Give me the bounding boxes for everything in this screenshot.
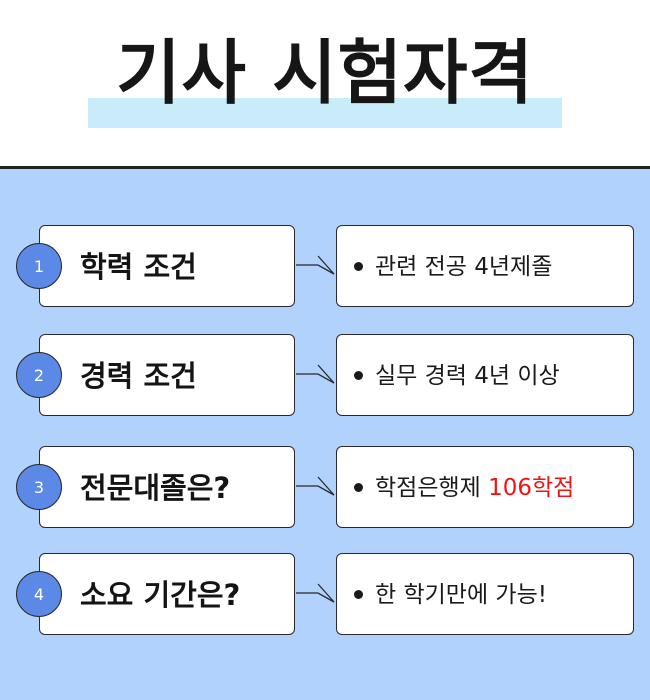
bullet-icon: [354, 590, 363, 599]
arrow-right-icon: [296, 583, 335, 603]
value-text: 한 학기만에 가능!: [375, 582, 547, 608]
value-text: 관련 전공 4년제졸: [375, 254, 553, 280]
label-box: 소요 기간은?: [39, 553, 295, 635]
value-box: 실무 경력 4년 이상: [336, 334, 634, 416]
title-highlight: [88, 98, 562, 128]
value-box: 관련 전공 4년제졸: [336, 225, 634, 307]
value-box: 학점은행제 106학점: [336, 446, 634, 528]
label-text: 전문대졸은?: [80, 471, 231, 505]
bullet-icon: [354, 262, 363, 271]
value-box: 한 학기만에 가능!: [336, 553, 634, 635]
content-panel: 학력 조건 1 관련 전공 4년제졸 경력 조건 2 실무 경력 4년 이상 전…: [0, 169, 650, 700]
value-text: 실무 경력 4년 이상: [375, 363, 560, 389]
arrow-right-icon: [296, 476, 335, 496]
label-text: 학력 조건: [80, 250, 197, 284]
arrow-right-icon: [296, 364, 335, 384]
label-box: 학력 조건: [39, 225, 295, 307]
bullet-icon: [354, 483, 363, 492]
header: 기사 시험자격: [0, 0, 650, 168]
row-college-graduate: 전문대졸은? 3 학점은행제 106학점: [0, 446, 650, 532]
number-badge: 1: [16, 243, 62, 289]
label-text: 경력 조건: [80, 359, 197, 393]
bullet-icon: [354, 371, 363, 380]
row-duration: 소요 기간은? 4 한 학기만에 가능!: [0, 553, 650, 639]
header-divider: [0, 166, 650, 169]
number-badge: 2: [16, 352, 62, 398]
row-education: 학력 조건 1 관련 전공 4년제졸: [0, 225, 650, 311]
row-experience: 경력 조건 2 실무 경력 4년 이상: [0, 334, 650, 420]
value-text: 학점은행제 106학점: [375, 475, 575, 501]
number-badge: 4: [16, 571, 62, 617]
label-box: 경력 조건: [39, 334, 295, 416]
number-badge: 3: [16, 464, 62, 510]
label-text: 소요 기간은?: [80, 578, 241, 612]
page-title: 기사 시험자격: [116, 32, 534, 114]
arrow-right-icon: [296, 255, 335, 275]
label-box: 전문대졸은?: [39, 446, 295, 528]
